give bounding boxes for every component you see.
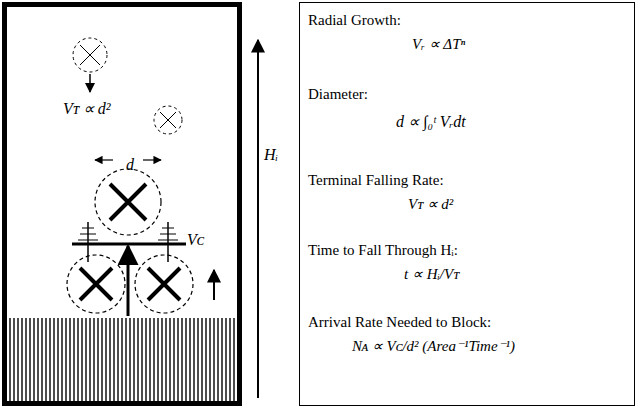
height-label: Hᵢ [264, 146, 278, 164]
formula-label: t ∝ Hᵢ/Vᴛ [404, 265, 459, 283]
dimension-arrow [95, 159, 113, 160]
crystal [95, 169, 161, 235]
formula-label: Vᴄ [187, 231, 204, 249]
crystal [67, 255, 193, 313]
dimension-arrow [143, 159, 161, 160]
formula-label: Vᴛ ∝ d² [408, 195, 453, 213]
dendrite [72, 222, 186, 316]
formula-label: d [126, 156, 134, 174]
section-heading: Radial Growth: [308, 11, 401, 29]
section-heading: Time to Fall Through Hᵢ: [308, 241, 458, 259]
hatched-interface [6, 318, 238, 402]
illustration-panel: Vᴛ ∝ d² dVᴄ [2, 2, 242, 406]
formula-label: Vᴛ ∝ d² [63, 100, 111, 118]
formula-label: d ∝ ∫₀ᵗ Vᵣdt [396, 113, 466, 131]
formula-label: Nᴀ ∝ Vᴄ/d² (Area⁻¹Time⁻¹) [352, 337, 515, 355]
section-heading: Terminal Falling Rate: [308, 171, 444, 189]
crystal [73, 38, 107, 72]
section-heading: Diameter: [308, 85, 368, 103]
crystal [154, 106, 182, 134]
growth-arrow [213, 270, 215, 300]
formula-label: Vᵣ ∝ ΔTⁿ [412, 35, 465, 53]
height-arrow [257, 40, 259, 398]
section-heading: Arrival Rate Needed to Block: [308, 313, 491, 331]
fall-arrow [89, 74, 91, 92]
formula-box: Radial Growth: Vᵣ ∝ ΔTⁿDiameter: d ∝ ∫₀ᵗ V… [299, 2, 635, 406]
